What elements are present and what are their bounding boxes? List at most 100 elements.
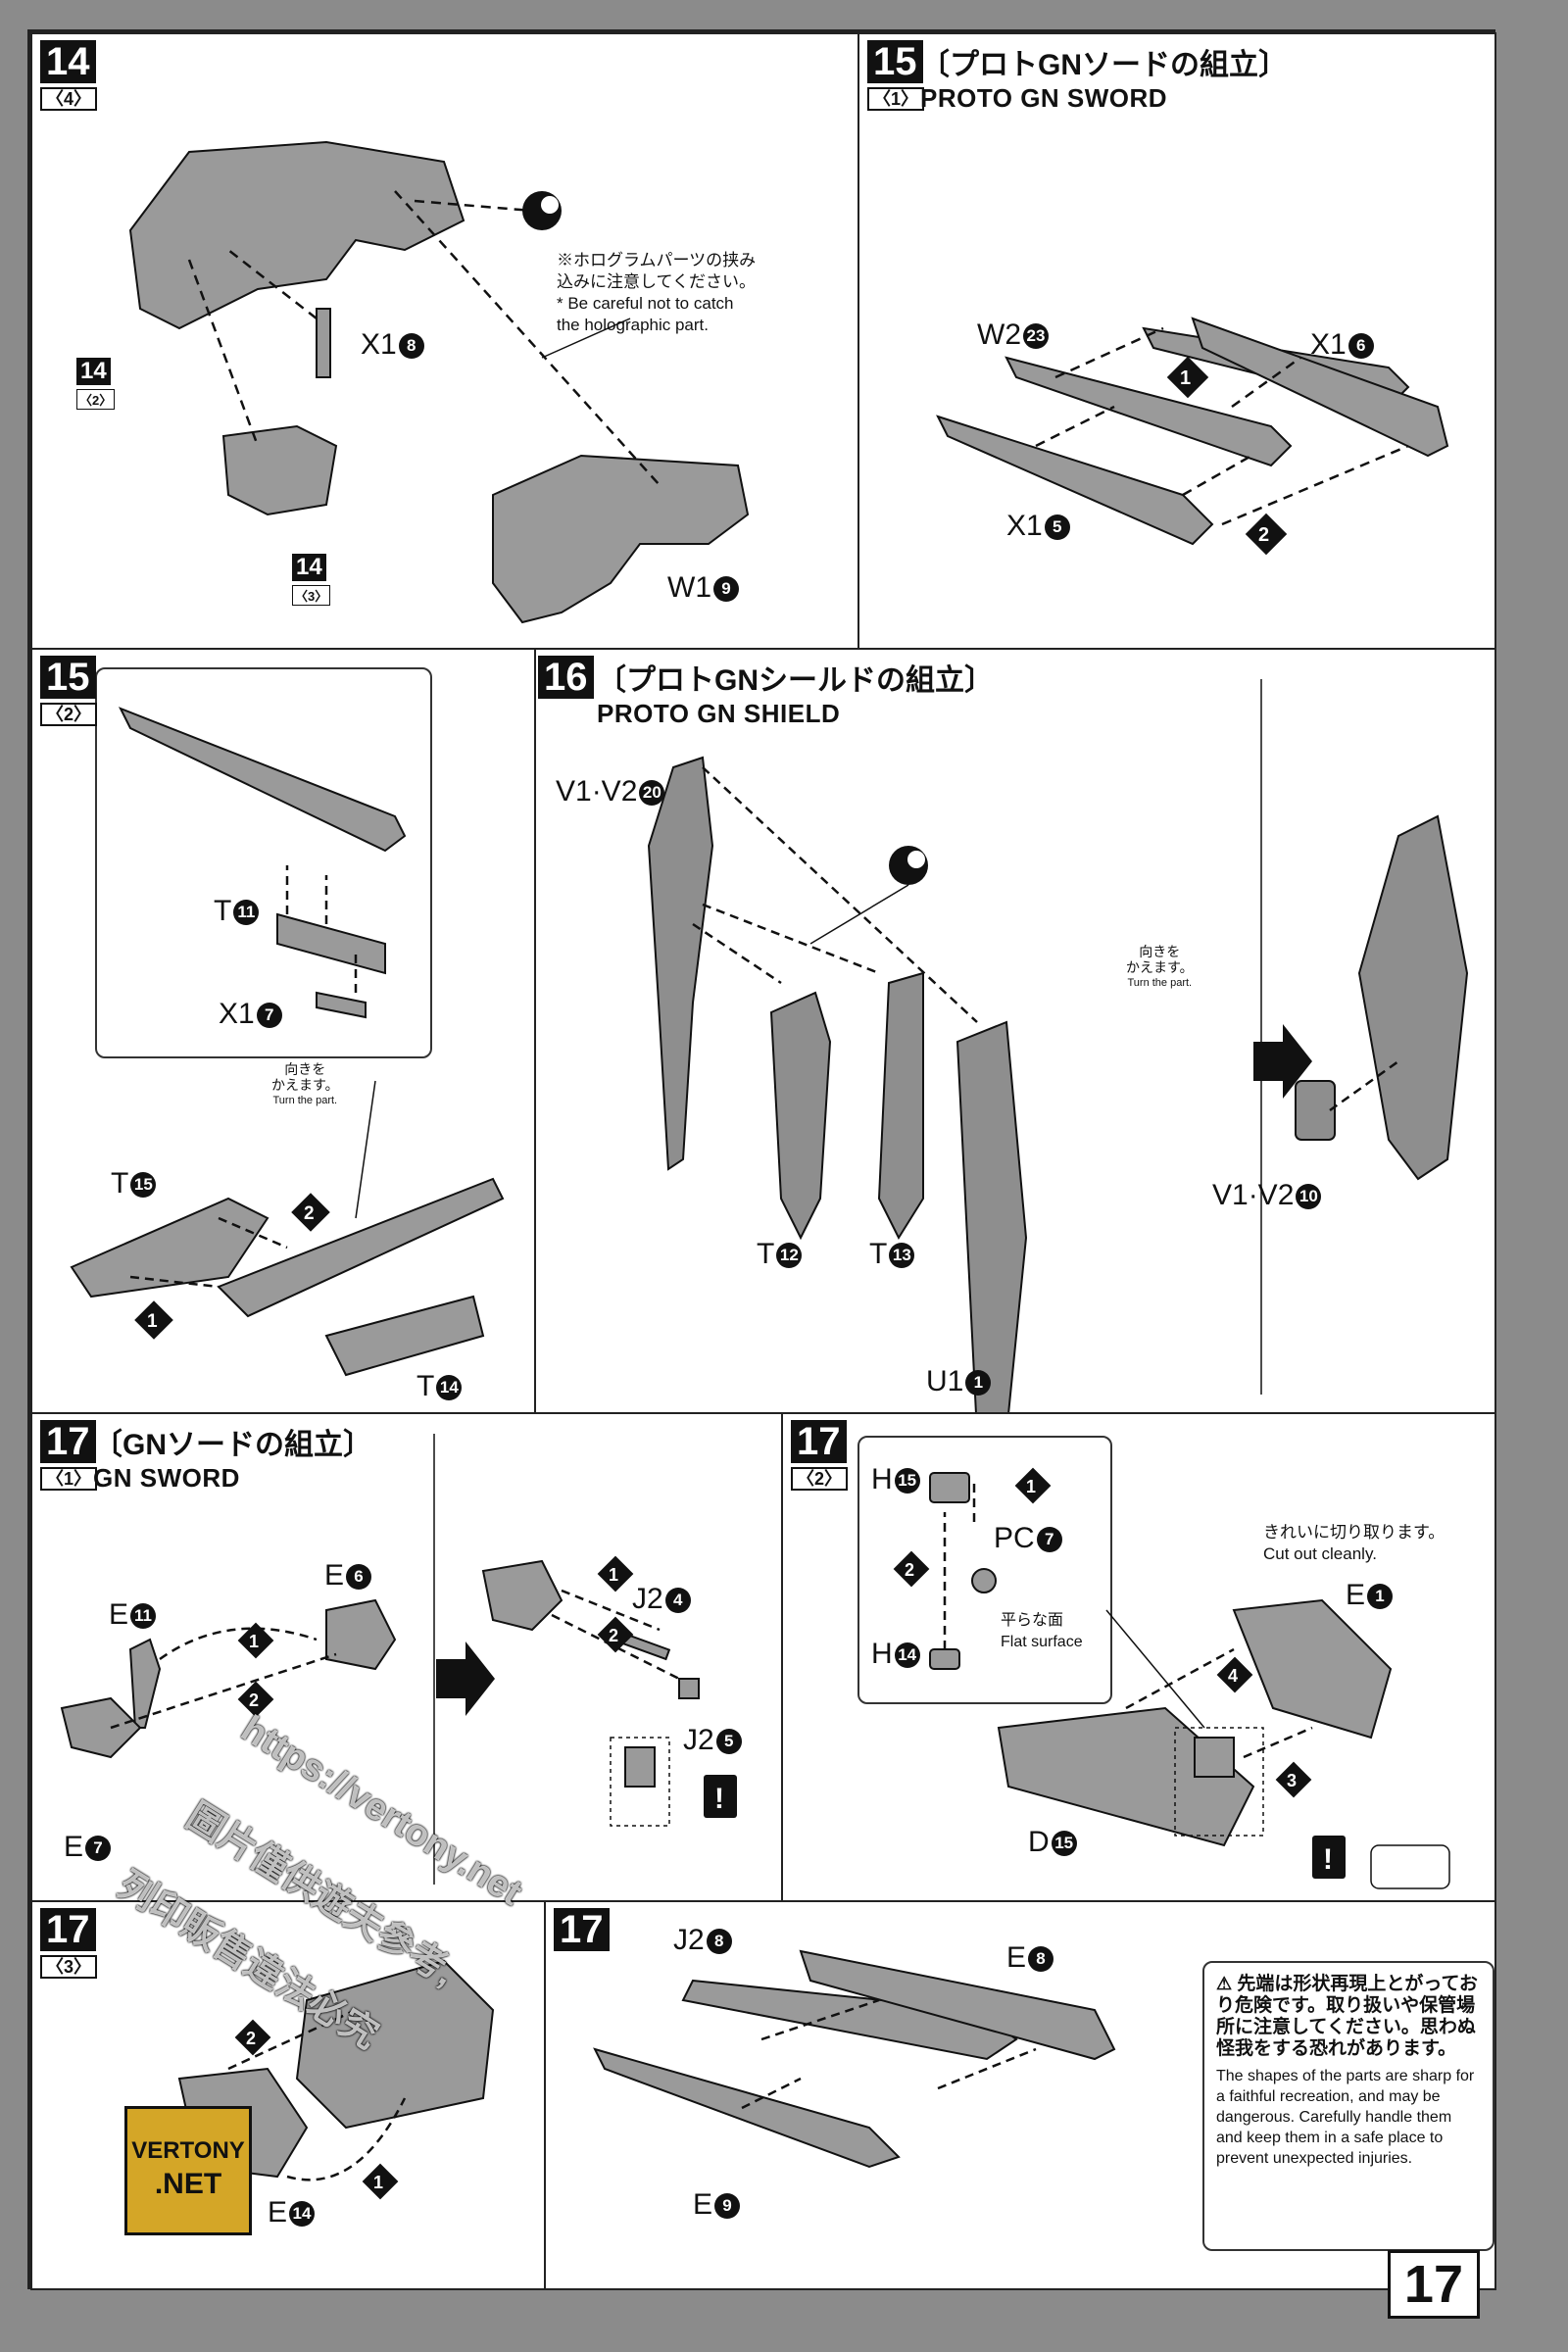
- step-15-1-panel: 1 2 15 〈1〉 〔プロトGNソードの組立〕 PROTO GN SWORD …: [858, 32, 1496, 654]
- step-number: 15: [867, 40, 923, 83]
- cut-note: きれいに切り取ります。 Cut out cleanly.: [1263, 1522, 1445, 1565]
- step-17-2-illustration: 1 2 3 4 !: [893, 1467, 1450, 1889]
- turn-note-jp: かえます。: [1126, 959, 1194, 975]
- ref-step-sub: 〈2〉: [76, 389, 116, 410]
- note-jp: 込みに注意してください。: [557, 272, 756, 291]
- step-sub: 〈4〉: [40, 87, 98, 111]
- note-en: Flat surface: [1001, 1634, 1083, 1650]
- svg-text:2: 2: [1258, 524, 1269, 546]
- note-jp: 平らな面: [1001, 1612, 1064, 1629]
- step-14-illustration: [128, 140, 750, 624]
- svg-text:1: 1: [1026, 1477, 1036, 1496]
- flat-surface-note: 平らな面 Flat surface: [1001, 1610, 1083, 1653]
- logo-text: .NET: [154, 2168, 222, 2200]
- turn-note-jp: かえます。: [271, 1077, 339, 1093]
- step-title-jp: 〔GNソードの組立〕: [93, 1429, 372, 1461]
- svg-text:1: 1: [373, 2173, 383, 2192]
- turn-note: 向きを かえます。 Turn the part.: [1126, 944, 1194, 991]
- warning-en: The shapes of the parts are sharp for a …: [1216, 2068, 1475, 2167]
- note-en: * Be careful not to catch: [557, 294, 734, 313]
- svg-text:1: 1: [249, 1632, 259, 1651]
- step-sub: 〈2〉: [40, 703, 98, 726]
- step-number: 14: [40, 40, 96, 83]
- svg-text:4: 4: [1228, 1666, 1238, 1686]
- step-sub: 〈1〉: [867, 87, 925, 111]
- turn-note-en: Turn the part.: [1127, 977, 1193, 989]
- step-number: 15: [40, 656, 96, 699]
- ref-step-number: 14: [292, 554, 326, 581]
- svg-text:1: 1: [147, 1311, 158, 1332]
- svg-text:!: !: [1323, 1843, 1333, 1876]
- warning-jp: ⚠ 先端は形状再現上とがっており危険です。取り扱いや保管場所に注意してください。…: [1216, 1973, 1481, 2060]
- turn-note-jp: 向きを: [284, 1061, 326, 1077]
- step-15-1-illustration: 1 2: [936, 317, 1449, 556]
- step-15-2-illustration: 2 1: [70, 707, 505, 1377]
- vertony-logo: VERTONY .NET: [124, 2106, 252, 2235]
- step-sub: 〈3〉: [40, 1955, 98, 1979]
- step-number: 17: [554, 1908, 610, 1951]
- svg-text:1: 1: [609, 1565, 618, 1585]
- step-number: 17: [40, 1420, 96, 1463]
- safety-warning-box: ⚠ 先端は形状再現上とがっており危険です。取り扱いや保管場所に注意してください。…: [1202, 1961, 1494, 2251]
- turn-note: 向きを かえます。 Turn the part.: [271, 1061, 339, 1108]
- svg-text:3: 3: [1287, 1771, 1297, 1790]
- ref-step-sub: 〈3〉: [292, 585, 331, 606]
- ref-step-number: 14: [76, 358, 111, 385]
- step-17-4-illustration: [593, 1949, 1116, 2169]
- note-en: the holographic part.: [557, 316, 709, 334]
- svg-text:2: 2: [249, 1690, 259, 1710]
- page-number: 17: [1387, 2250, 1480, 2319]
- step-sub: 〈2〉: [791, 1467, 849, 1491]
- step-17-1-illustration: 1 2 1 2 !: [60, 1434, 737, 1885]
- step-title-en: PROTO GN SWORD: [920, 83, 1168, 113]
- step-number: 16: [538, 656, 594, 699]
- svg-text:1: 1: [1180, 368, 1191, 389]
- warning-jp-text: 先端は形状再現上とがっており危険です。取り扱いや保管場所に注意してください。思わ…: [1216, 1974, 1478, 2059]
- turn-note-jp: 向きを: [1139, 944, 1181, 959]
- step-title-jp: 〔プロトGNシールドの組立〕: [597, 664, 994, 697]
- step-number: 17: [791, 1420, 847, 1463]
- step-sub: 〈1〉: [40, 1467, 98, 1491]
- svg-text:2: 2: [246, 2029, 256, 2048]
- warning-triangle-icon: ⚠: [1216, 1974, 1233, 1993]
- svg-text:2: 2: [609, 1626, 618, 1645]
- step-title-en: GN SWORD: [93, 1463, 240, 1493]
- svg-text:2: 2: [905, 1560, 914, 1580]
- logo-text: VERTONY: [131, 2137, 245, 2164]
- caution-note: ※ホログラムパーツの挟み 込みに注意してください。 * Be careful n…: [557, 250, 756, 336]
- step-title-jp: 〔プロトGNソードの組立〕: [920, 49, 1288, 81]
- note-jp: きれいに切り取ります。: [1263, 1523, 1446, 1542]
- step-16-illustration: [647, 679, 1469, 1416]
- note-jp: ※ホログラムパーツの挟み: [557, 251, 757, 270]
